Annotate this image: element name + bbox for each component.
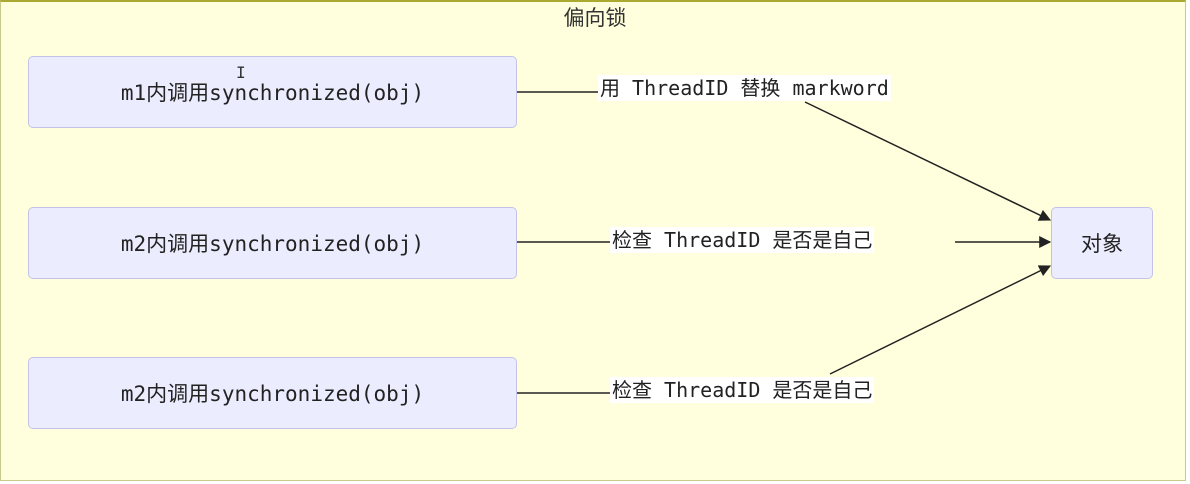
node-m1-label: m1内调用synchronized(obj)	[120, 81, 425, 105]
node-m2-call-1: m2内调用synchronized(obj)	[28, 207, 517, 279]
node-m2-label-1: m2内调用synchronized(obj)	[120, 232, 425, 256]
edge-m1-to-object	[517, 91, 1050, 220]
node-m1-call: m1内调用synchronized(obj)	[28, 56, 517, 128]
text-cursor-icon: I	[236, 63, 246, 82]
node-object-label: 对象	[1081, 232, 1123, 256]
edge-m2b-to-object	[517, 266, 1050, 394]
edge-label-check-threadid-2: 检查 ThreadID 是否是自己	[610, 377, 875, 403]
edge-label-replace-markword: 用 ThreadID 替换 markword	[598, 75, 891, 101]
node-object: 对象	[1051, 207, 1153, 279]
edge-label-check-threadid-1: 检查 ThreadID 是否是自己	[610, 227, 875, 253]
node-m2-label-2: m2内调用synchronized(obj)	[120, 382, 425, 406]
node-m2-call-2: m2内调用synchronized(obj)	[28, 357, 517, 429]
subgraph-title: 偏向锁	[563, 6, 627, 30]
